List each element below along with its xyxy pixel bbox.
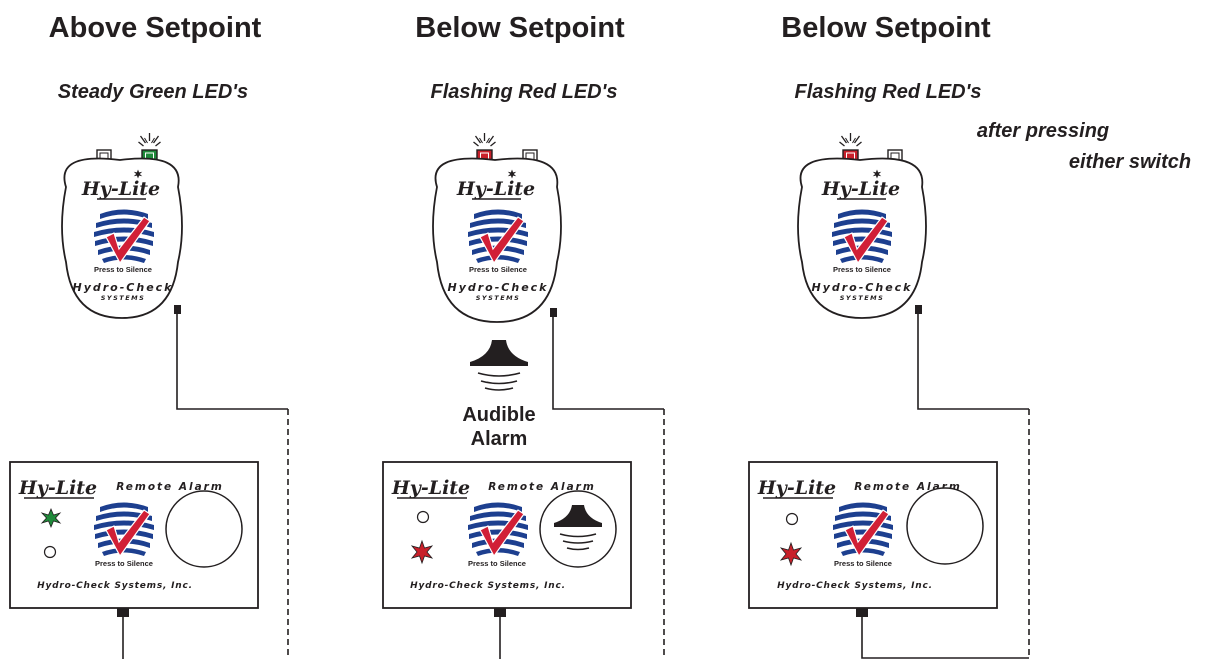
remote-alarm-unit: Hy-Lite Remote Alarm Press to Silence Hy… [748,461,998,617]
press-to-silence-label: Press to Silence [469,265,527,274]
remote-company: Hydro-Check Systems, Inc. [410,581,566,591]
company-systems: SYSTEMS [840,294,885,302]
panel-heading: Below Setpoint [415,12,625,44]
connector-icon [494,608,506,617]
audible-alarm-label: Audible [462,404,535,426]
panel-subheading: Steady Green LED's [58,81,248,103]
connector-icon [117,608,129,617]
note-line: either switch [1069,151,1191,173]
main-alarm-unit: Hy-Lite Press to Silence Hydro-Check SYS… [797,132,927,319]
note-line: after pressing [977,120,1109,142]
brand-text: Hy-Lite [81,178,160,200]
remote-alarm-unit: Hy-Lite Remote Alarm Press to Silence Hy… [9,461,259,617]
panel-above-setpoint: Above Setpoint Steady Green LED's Hy-Lit… [9,12,289,659]
wire [176,314,288,410]
remote-brand-text: Hy-Lite [18,477,97,499]
connector-icon [550,308,557,317]
glow-rays-icon [137,132,162,147]
led-off-icon [416,510,430,524]
green-led-icon [40,507,62,529]
remote-alarm-unit: Hy-Lite Remote Alarm Press to Silence Hy… [382,461,632,617]
remote-company: Hydro-Check Systems, Inc. [777,581,933,591]
main-alarm-unit: Hy-Lite Press to Silence Hydro-Check SYS… [432,132,562,323]
company-systems: SYSTEMS [101,294,146,302]
press-to-silence-label: Press to Silence [833,265,891,274]
panel-subheading: Flashing Red LED's [430,81,617,103]
panel-subheading: Flashing Red LED's [794,81,981,103]
glow-rays-icon [838,132,863,147]
remote-title: Remote Alarm [488,481,596,493]
red-led-icon [410,539,434,565]
press-to-silence-label: Press to Silence [95,559,153,568]
remote-brand-text: Hy-Lite [391,477,470,499]
panel-below-setpoint-silenced: Below Setpoint Flashing Red LED's after … [748,12,1191,659]
main-alarm-unit: Hy-Lite Press to Silence Hydro-Check SYS… [61,132,183,319]
wire [552,317,664,410]
company-name: Hydro-Check [812,281,913,294]
wire [861,617,1029,659]
remote-title: Remote Alarm [116,481,224,493]
panel-below-setpoint-alarm: Below Setpoint Flashing Red LED's Hy-Lit… [382,12,665,659]
speaker-grille [906,487,984,565]
panel-heading: Below Setpoint [781,12,991,44]
connector-icon [174,305,181,314]
company-name: Hydro-Check [73,281,174,294]
horn-icon [554,505,602,551]
press-to-silence-label: Press to Silence [834,559,892,568]
remote-company: Hydro-Check Systems, Inc. [37,581,193,591]
horn-icon [470,340,528,391]
company-systems: SYSTEMS [476,294,521,302]
brand-text: Hy-Lite [821,178,900,200]
brand-text: Hy-Lite [456,178,535,200]
led-off-icon [43,545,57,559]
remote-brand-text: Hy-Lite [757,477,836,499]
connector-icon [915,305,922,314]
company-name: Hydro-Check [448,281,549,294]
speaker-grille [165,490,243,568]
speaker-grille [539,490,617,568]
connector-icon [856,608,868,617]
press-to-silence-label: Press to Silence [468,559,526,568]
panel-heading: Above Setpoint [49,12,262,44]
red-led-icon [779,541,803,567]
audible-alarm-label: Alarm [471,428,528,450]
led-off-icon [785,512,799,526]
glow-rays-icon [472,132,497,147]
wire [917,314,1029,410]
press-to-silence-label: Press to Silence [94,265,152,274]
